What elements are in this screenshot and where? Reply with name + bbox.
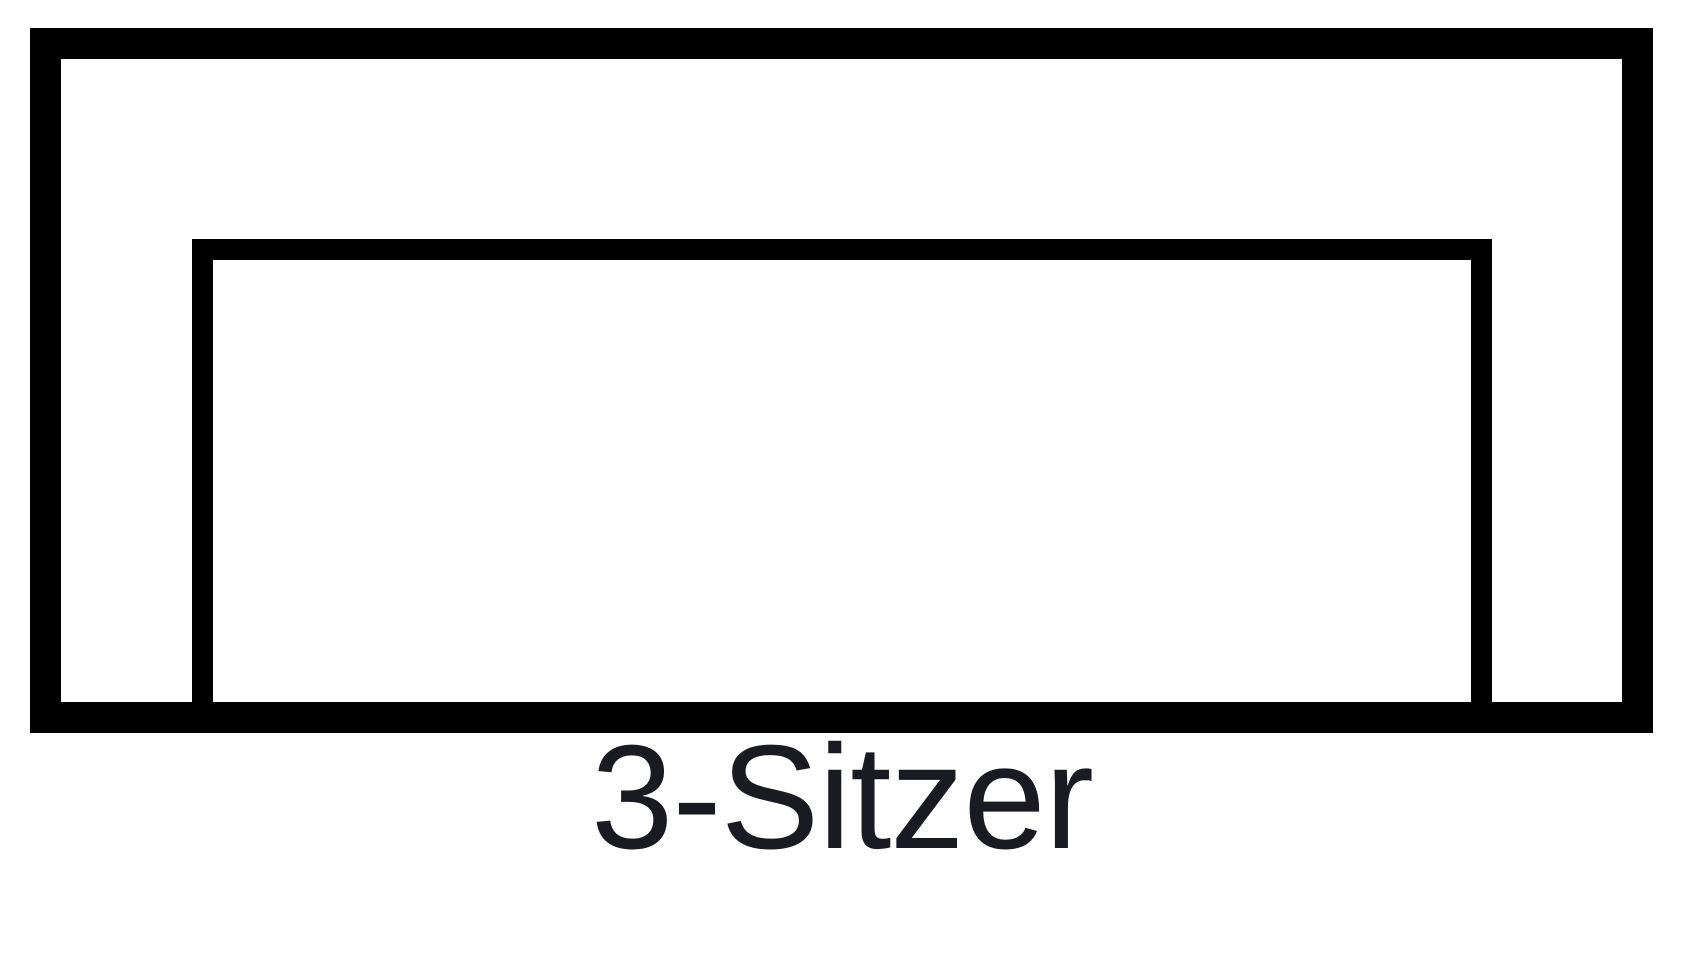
sofa-type-label: 3-Sitzer bbox=[591, 715, 1094, 880]
sofa-outer-frame-shape bbox=[30, 28, 1653, 733]
sofa-inner-seat-shape bbox=[192, 239, 1492, 712]
sofa-outline-svg bbox=[30, 28, 1653, 733]
sofa-3-seater-icon bbox=[30, 28, 1653, 733]
